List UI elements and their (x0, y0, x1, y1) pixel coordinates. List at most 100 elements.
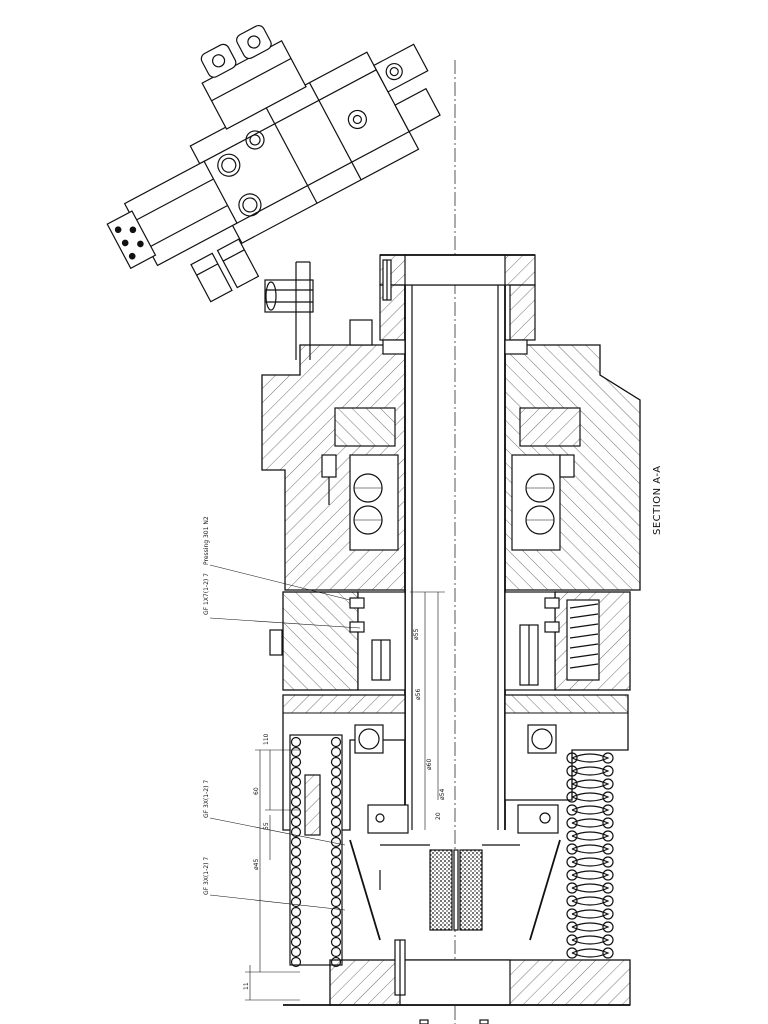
spring-coil-end (566, 921, 578, 933)
spring-coil-end (602, 869, 614, 881)
spring-coil (330, 866, 342, 878)
spring-coil-end (602, 830, 614, 842)
spring-coil (330, 776, 342, 788)
spring-coil (571, 909, 610, 919)
spring-coil-end (566, 791, 578, 803)
spring-coil (330, 806, 342, 818)
housing-upper (261, 319, 641, 591)
spring-coil (290, 816, 302, 828)
spring-coil-end (602, 817, 614, 829)
dimension-label: 20 (435, 812, 442, 820)
dimension-lines (245, 591, 445, 1001)
spring-coil-end (602, 752, 614, 764)
spring-coil (330, 876, 342, 888)
spring-coil (290, 826, 302, 838)
spring-coil-end (566, 830, 578, 842)
spring-coil (330, 736, 342, 748)
spring-coil-end (566, 843, 578, 855)
callout-2: GF 1X7(1-2) 7 (203, 573, 210, 615)
spring-coil-end (566, 908, 578, 920)
spring-coil (290, 856, 302, 868)
spring-coil-end (602, 947, 614, 959)
spring-coil (571, 792, 610, 802)
spring-coil (330, 856, 342, 868)
spring-coil (571, 896, 610, 906)
dimension-label: ø60 (426, 759, 433, 770)
dimension-label: 11 (243, 982, 250, 990)
dimension-label: 55 (263, 822, 270, 830)
spring-coil (330, 896, 342, 908)
left-coil-spring (289, 734, 343, 968)
spring-coil-end (602, 934, 614, 946)
spring-coil (330, 886, 342, 898)
spring-coil (571, 753, 610, 763)
callout-3: GF 3X(1-2) 7 (203, 780, 210, 818)
bottom-base (283, 939, 631, 1024)
spring-coil (290, 756, 302, 768)
spring-coil (571, 805, 610, 815)
spring-coil (290, 746, 302, 758)
dimension-label: ø54 (439, 789, 446, 800)
spring-pack-right (569, 603, 599, 669)
spring-coil (330, 816, 342, 828)
spring-coil (290, 876, 302, 888)
spring-coil (290, 866, 302, 878)
spring-coil (330, 946, 342, 958)
spring-coil (290, 806, 302, 818)
section-title: SECTION A-A (652, 465, 663, 535)
callout-4: GF 3X(1-2) 7 (203, 857, 210, 895)
spring-coil (290, 736, 302, 748)
leader-lines (209, 564, 361, 911)
spring-coil (571, 870, 610, 880)
dimension-label: ø55 (413, 629, 420, 640)
spring-coil (290, 946, 302, 958)
spring-coil (290, 956, 302, 968)
spring-coil (571, 922, 610, 932)
spring-coil (330, 746, 342, 758)
spring-coil (330, 936, 342, 948)
spring-coil (290, 896, 302, 908)
valve-block (106, 24, 441, 360)
spring-coil-end (566, 869, 578, 881)
spring-coil (330, 766, 342, 778)
spring-coil (571, 948, 610, 958)
spring-coil-end (566, 778, 578, 790)
spring-coil-end (602, 791, 614, 803)
spring-coil-end (602, 895, 614, 907)
dimension-label: ø56 (415, 689, 422, 700)
spring-coil-end (602, 921, 614, 933)
spring-coil-end (602, 765, 614, 777)
spring-coil-end (566, 856, 578, 868)
spring-coil-end (602, 804, 614, 816)
spring-coil-end (602, 882, 614, 894)
top-flange (379, 254, 536, 341)
spring-coil-end (566, 817, 578, 829)
spring-coil (290, 936, 302, 948)
spring-coil (330, 756, 342, 768)
housing-middle (269, 591, 631, 691)
dimension-label: 60 (253, 787, 260, 795)
spring-coil (330, 916, 342, 928)
spring-coil (330, 906, 342, 918)
spring-coil (571, 779, 610, 789)
spring-coil (330, 786, 342, 798)
spring-coil (290, 906, 302, 918)
spring-coil (571, 766, 610, 776)
dimension-label: 110 (263, 733, 270, 745)
spring-coil-end (602, 843, 614, 855)
spring-coil-end (602, 778, 614, 790)
spring-coil (330, 846, 342, 858)
spring-coil (571, 844, 610, 854)
spring-coil (571, 935, 610, 945)
spring-coil (290, 916, 302, 928)
spring-coil (290, 786, 302, 798)
spring-coil-end (566, 752, 578, 764)
spring-coil (330, 826, 342, 838)
dimension-label: ø45 (253, 859, 260, 870)
spring-coil-end (566, 804, 578, 816)
spring-coil (571, 883, 610, 893)
spring-coil (290, 926, 302, 938)
spring-coil (571, 818, 610, 828)
spring-coil-end (602, 908, 614, 920)
spring-coil (290, 766, 302, 778)
